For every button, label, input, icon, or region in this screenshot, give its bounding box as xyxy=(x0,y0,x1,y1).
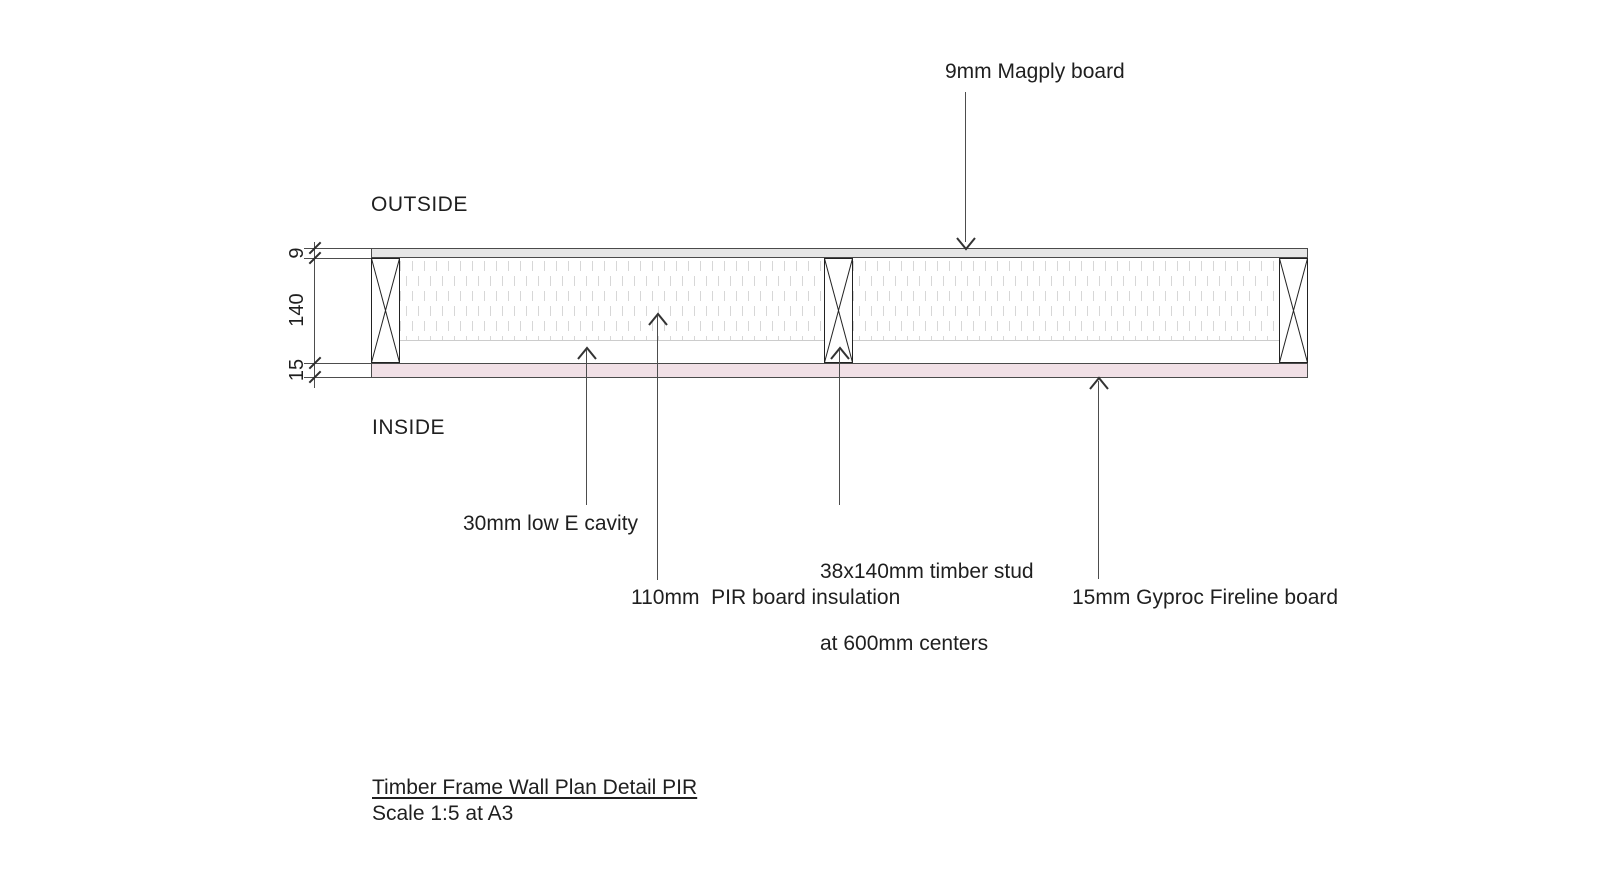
arrowhead-down-icon xyxy=(955,237,977,251)
extension-line-bottom-inner xyxy=(304,363,371,364)
leader-stud xyxy=(839,350,840,505)
stud-cross-icon xyxy=(1279,258,1308,363)
extension-line-top-inner xyxy=(304,258,371,259)
pir-insulation-panel-left xyxy=(400,258,824,341)
label-low-e-cavity: 30mm low E cavity xyxy=(463,512,639,535)
dim-label-15: 15 xyxy=(285,358,308,382)
arrowhead-up-icon xyxy=(647,312,669,326)
drawing-title: Timber Frame Wall Plan Detail PIR xyxy=(372,776,698,799)
leader-pir xyxy=(657,316,658,580)
label-timber-stud: 38x140mm timber stud at 600mm centers xyxy=(820,512,1034,704)
label-pir-insulation: 110mm PIR board insulation xyxy=(631,586,901,609)
arrowhead-up-icon xyxy=(1088,376,1110,390)
inside-label: INSIDE xyxy=(372,416,446,439)
leader-cavity xyxy=(586,350,587,505)
timber-stud-middle xyxy=(824,258,853,363)
timber-stud-right xyxy=(1279,258,1308,363)
dim-label-9: 9 xyxy=(285,247,308,259)
stud-cross-icon xyxy=(371,258,400,363)
pir-insulation-panel-right xyxy=(853,258,1279,341)
dim-label-140: 140 xyxy=(285,293,308,327)
dimension-line xyxy=(314,242,315,388)
label-gyproc-board: 15mm Gyproc Fireline board xyxy=(1072,586,1339,609)
label-timber-stud-line1: 38x140mm timber stud xyxy=(820,560,1034,583)
stud-cross-icon xyxy=(824,258,853,363)
drawing-scale: Scale 1:5 at A3 xyxy=(372,802,514,825)
magply-board xyxy=(371,248,1308,258)
timber-stud-left xyxy=(371,258,400,363)
extension-line-bottom-outer xyxy=(304,377,371,378)
label-timber-stud-line2: at 600mm centers xyxy=(820,632,989,655)
arrowhead-up-icon xyxy=(576,346,598,360)
label-magply-board: 9mm Magply board xyxy=(945,60,1125,83)
leader-magply xyxy=(965,92,966,242)
outside-label: OUTSIDE xyxy=(371,193,468,216)
arrowhead-up-icon xyxy=(829,346,851,360)
extension-line-top-outer xyxy=(304,248,371,249)
leader-gyproc xyxy=(1098,381,1099,579)
